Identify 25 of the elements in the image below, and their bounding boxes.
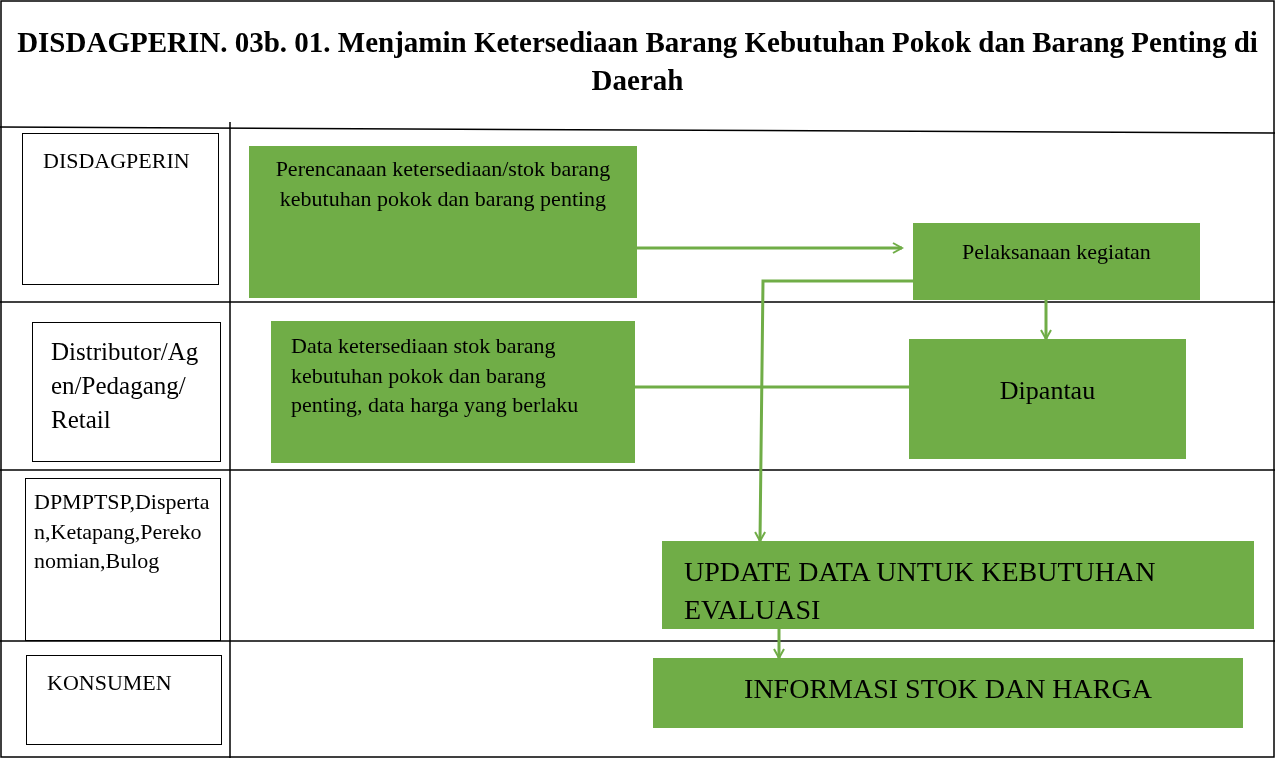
lane-label-box: [32, 322, 221, 462]
arrow: [1040, 300, 1052, 340]
arrow: [637, 242, 903, 254]
box-text: DPMPTSP,Dispertan,Ketapang,Perekonomian,Bulog: [34, 488, 211, 576]
box-text: Data ketersediaan stok barang kebutuhan pokok dan barang penting, data harga yang berlaku: [291, 332, 580, 420]
arrow: [773, 629, 785, 659]
box-text: DISDAGPERIN: [43, 147, 191, 175]
box-text: Perencanaan ketersediaan/stok barang kebutuhan pokok dan barang penting: [274, 155, 612, 213]
box-text: UPDATE DATA UNTUK KEBUTUHAN EVALUASI: [684, 555, 1157, 627]
box-text: Distributor/Agen/Pedagang/Retail: [51, 337, 200, 435]
lane-label-box: [25, 478, 221, 641]
process-box: [249, 146, 637, 298]
arrow: [754, 279, 913, 542]
lane-label-box: [26, 655, 222, 745]
process-box: [913, 223, 1200, 300]
process-box: [662, 541, 1254, 629]
process-box: [909, 339, 1186, 459]
box-text: Dipantau: [998, 375, 1097, 407]
lane-label-box: [22, 133, 219, 285]
box-text: INFORMASI STOK DAN HARGA: [743, 672, 1153, 706]
diagram-title: DISDAGPERIN. 03b. 01. Menjamin Ketersediaan Barang Kebutuhan Pokok dan Barang Penting di Daerah: [16, 25, 1259, 98]
box-text: Pelaksanaan kegiatan: [961, 238, 1152, 266]
process-box: [271, 321, 635, 463]
process-box: [653, 658, 1243, 728]
box-text: KONSUMEN: [47, 669, 173, 697]
